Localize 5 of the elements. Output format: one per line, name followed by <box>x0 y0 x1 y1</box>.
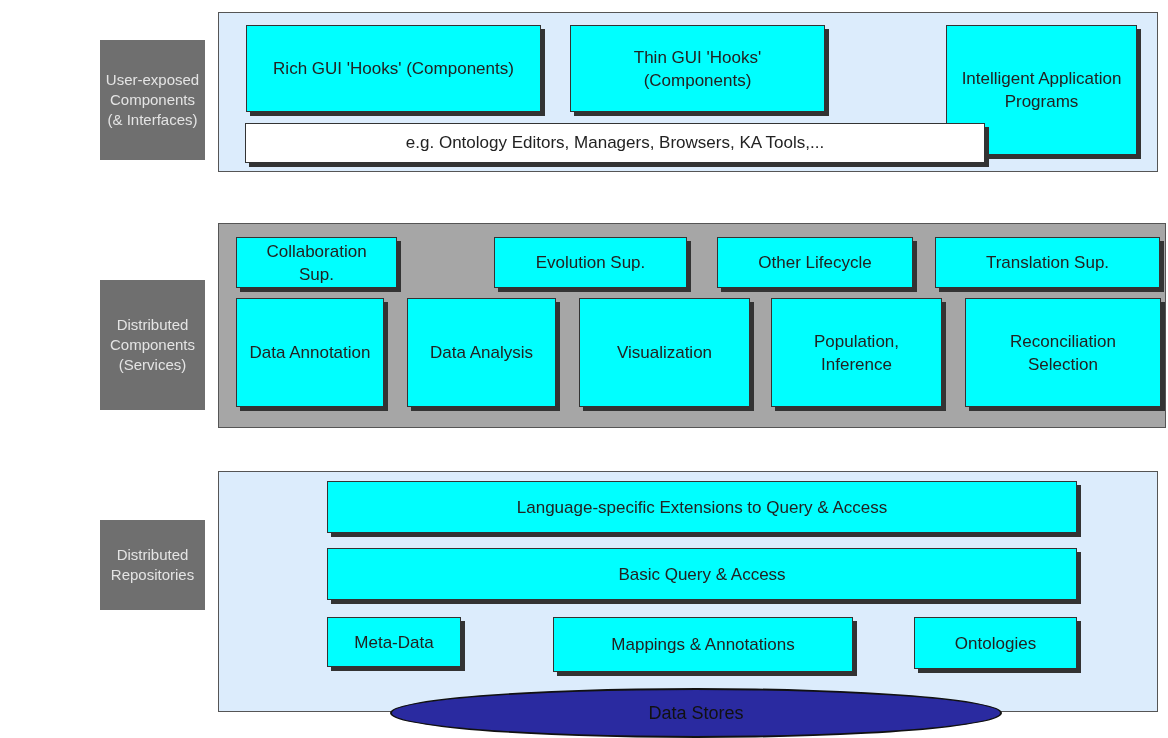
layer-band <box>218 12 1158 172</box>
layer-band <box>218 223 1166 428</box>
layer-label: Distributed Components (Services) <box>100 280 205 410</box>
layer-label: Distributed Repositories <box>100 520 205 610</box>
layer-label: User-exposed Components (& Interfaces) <box>100 40 205 160</box>
